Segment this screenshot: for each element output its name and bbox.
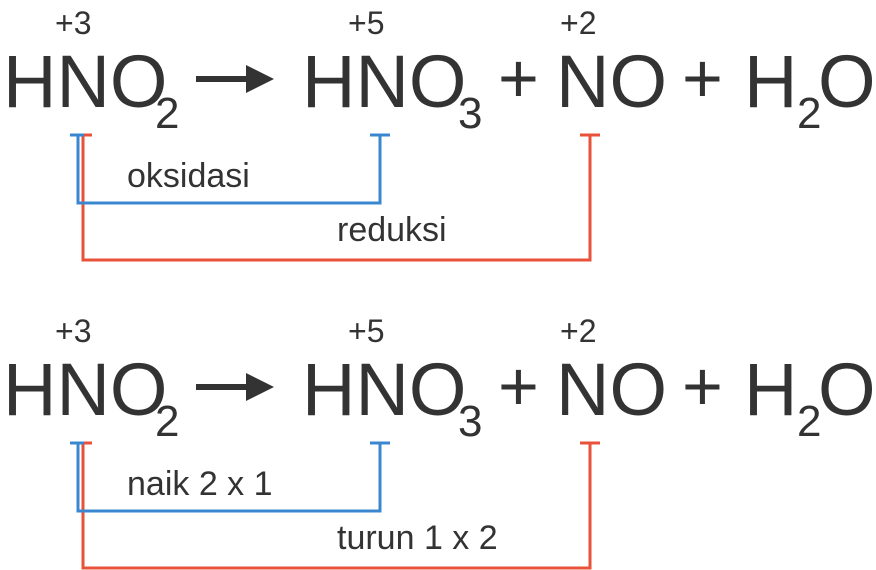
oxidation-label: oksidasi: [127, 157, 250, 195]
oxidation-bracket: [70, 441, 390, 513]
reduction-bracket: [81, 441, 600, 570]
reactant-subscript: 2: [155, 89, 179, 138]
product1-subscript: 3: [458, 397, 482, 446]
product1-formula: HNO: [302, 348, 466, 431]
reduction-label: reduksi: [337, 211, 447, 249]
oxidation-number-reactant: +3: [55, 313, 91, 349]
water-h: H: [744, 348, 797, 431]
product2-formula: NO: [556, 348, 667, 431]
reactant-formula: HNO: [3, 40, 167, 123]
oxidation-number-product: +5: [348, 313, 384, 349]
water-subscript: 2: [797, 89, 821, 138]
plus-sign: +: [498, 347, 539, 425]
product1-formula: HNO: [302, 40, 466, 123]
reduction-bracket: [81, 133, 600, 262]
reactant-formula: HNO: [3, 348, 167, 431]
reaction-2: +3 +5 +2 HNO 2 HNO 3 + NO + H 2 O naik 2…: [3, 313, 876, 570]
reaction-1: +3 +5 +2 HNO 2 HNO 3 + NO + H 2 O oksida…: [3, 5, 876, 262]
water-h: H: [744, 40, 797, 123]
arrow-icon: [196, 65, 274, 93]
plus-sign: +: [682, 347, 723, 425]
oxidation-number-product: +5: [348, 5, 384, 41]
product2-formula: NO: [556, 40, 667, 123]
water-subscript: 2: [797, 397, 821, 446]
oxidation-number-reactant: +3: [55, 5, 91, 41]
oxidation-label: naik 2 x 1: [127, 465, 273, 503]
oxidation-bracket: [70, 133, 390, 205]
reactant-subscript: 2: [155, 397, 179, 446]
oxidation-number-no: +2: [560, 313, 596, 349]
plus-sign: +: [498, 39, 539, 117]
arrow-icon: [196, 373, 274, 401]
product1-subscript: 3: [458, 89, 482, 138]
water-o: O: [818, 40, 876, 123]
reduction-label: turun 1 x 2: [337, 519, 498, 557]
water-o: O: [818, 348, 876, 431]
plus-sign: +: [682, 39, 723, 117]
oxidation-number-no: +2: [560, 5, 596, 41]
